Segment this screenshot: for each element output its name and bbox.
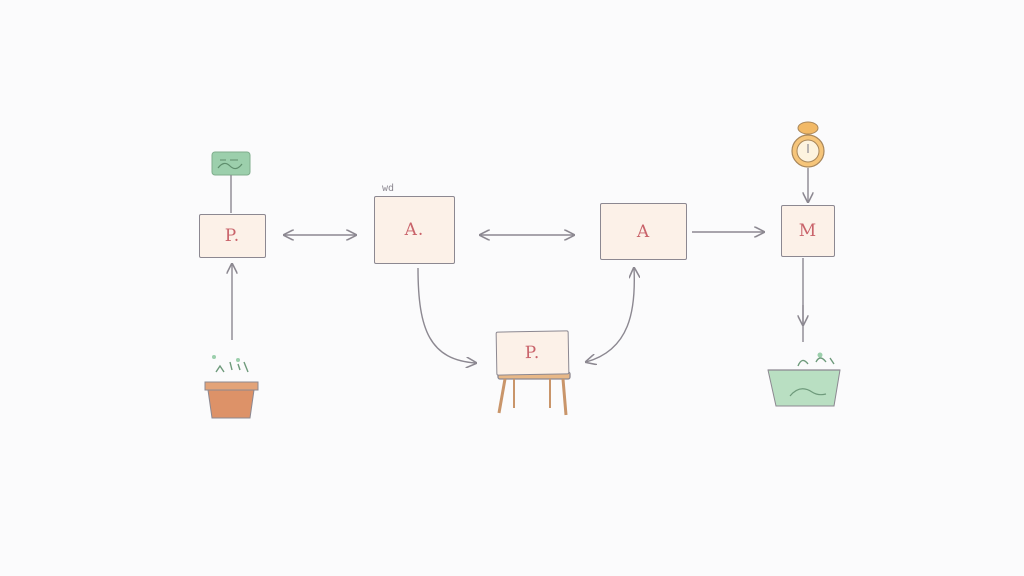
arrow-a1-easel <box>417 267 476 363</box>
node-m1[interactable]: M <box>781 205 835 257</box>
node-a1[interactable]: A. <box>374 196 455 264</box>
easel-icon <box>497 371 571 416</box>
planter-bowl-icon <box>767 352 841 407</box>
arrow-easel-a2 <box>586 268 634 362</box>
node-p1[interactable]: P. <box>199 214 266 258</box>
node-p2[interactable]: P. <box>495 330 570 376</box>
connections <box>232 232 803 363</box>
node-a2[interactable]: A <box>600 203 687 260</box>
node-p2-label: P. <box>524 342 541 364</box>
database-icon <box>211 151 251 213</box>
node-p1-label: P. <box>224 226 241 246</box>
plant-pot-icon <box>204 355 259 419</box>
node-a2-label: A <box>636 221 651 242</box>
browser-tag: wd <box>382 183 395 194</box>
node-a1-label: A. <box>404 220 425 240</box>
node-m1-label: M <box>798 221 818 241</box>
alarm-clock-icon <box>791 121 825 202</box>
